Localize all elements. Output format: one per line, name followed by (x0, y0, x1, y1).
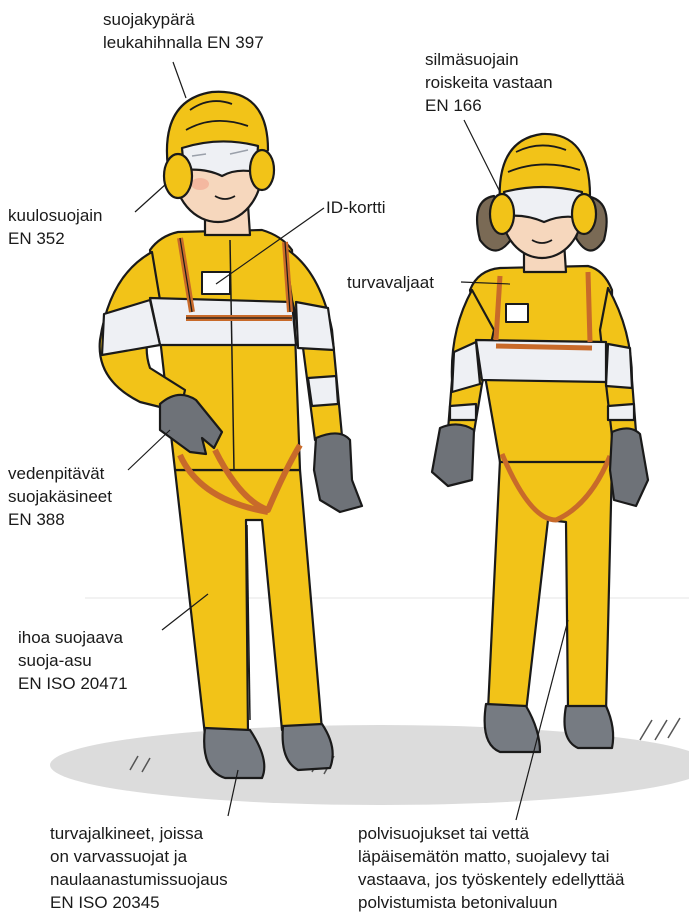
worker-left (100, 92, 362, 778)
label-helmet: suojakypärä leukahihnalla EN 397 (103, 8, 264, 54)
worker-right (432, 134, 648, 752)
label-eye-protection: silmäsuojain roiskeita vastaan EN 166 (425, 48, 553, 117)
label-harness: turvavaljaat (347, 271, 434, 294)
label-gloves: vedenpitävät suojakäsineet EN 388 (8, 462, 112, 531)
label-suit: ihoa suojaava suoja-asu EN ISO 20471 (18, 626, 128, 695)
label-boots: turvajalkineet, joissa on varvassuojat j… (50, 822, 228, 914)
label-id-card: ID-kortti (326, 196, 386, 219)
label-knee-pads: polvisuojukset tai vettä läpäisemätön ma… (358, 822, 624, 914)
label-ear-protection: kuulosuojain EN 352 (8, 204, 103, 250)
